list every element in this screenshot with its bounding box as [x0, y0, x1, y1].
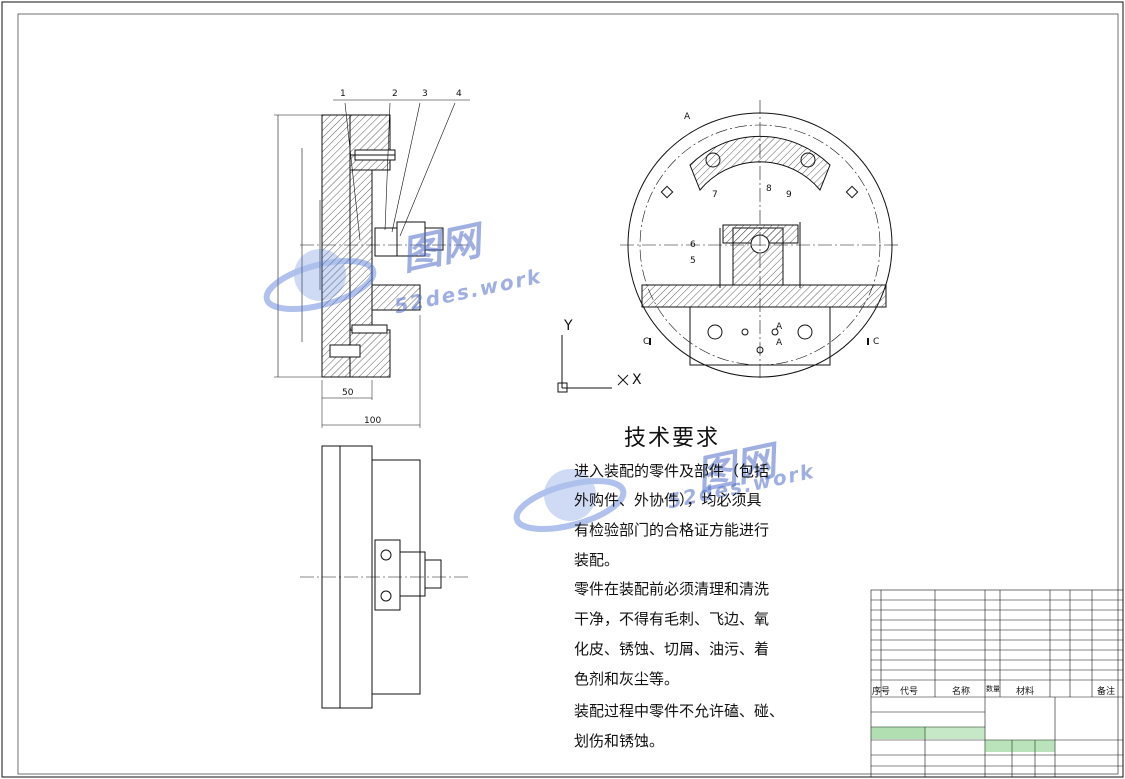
bom-header-material: 材料 [1016, 687, 1035, 697]
ucs-y-label: Y [564, 318, 573, 334]
bom-header-qty: 数量 [986, 685, 1000, 693]
part-balloon: 3 [422, 89, 428, 99]
part-balloon: 9 [786, 190, 792, 200]
circular-view [620, 100, 900, 378]
dimension-label: 100 [364, 416, 382, 426]
front-view [300, 445, 470, 709]
section-mark: A [684, 112, 691, 122]
technical-requirement-line: 色剂和灰尘等。 [574, 670, 680, 688]
technical-requirement-line: 划伤和锈蚀。 [574, 732, 665, 750]
part-balloon: 2 [392, 89, 398, 99]
part-balloon: 7 [712, 190, 718, 200]
technical-requirement-line: 装配过程中零件不允许磕、碰、 [574, 702, 785, 720]
bom-header-no: 序号 [872, 687, 891, 697]
technical-requirement-line: 外购件、外协件），均必须具 [574, 491, 762, 509]
bom-header-code: 代号 [900, 687, 919, 697]
technical-requirement-line: 装配。 [574, 551, 620, 569]
technical-requirement-line: 有检验部门的合格证方能进行 [574, 521, 770, 539]
technical-requirement-line: 化皮、锈蚀、切屑、油污、着 [574, 640, 770, 658]
title-block [870, 589, 1124, 778]
ucs-icon [557, 335, 629, 393]
ucs-x-label: X [632, 372, 642, 388]
part-balloon: 5 [690, 256, 696, 266]
watermark-globe-icon [263, 249, 377, 312]
section-mark: A [776, 322, 783, 332]
section-mark: A [776, 338, 783, 348]
bom-header-note: 备注 [1097, 687, 1116, 697]
section-mark: C [643, 337, 650, 347]
technical-requirement-line: 干净，不得有毛刺、飞边、氧 [574, 610, 770, 628]
part-balloon: 6 [690, 240, 696, 250]
dimension-label: 50 [342, 388, 354, 398]
section-mark: C [873, 337, 880, 347]
bom-header-name: 名称 [952, 687, 971, 697]
part-balloon: 8 [766, 184, 772, 194]
section-view [274, 99, 470, 428]
watermark-globe-icon [513, 469, 627, 532]
part-balloon: 1 [340, 89, 346, 99]
technical-requirement-line: 零件在装配前必须清理和清洗 [574, 580, 770, 598]
technical-requirements-title: 技术要求 [624, 426, 721, 451]
part-balloon: 4 [456, 89, 462, 99]
technical-requirement-line: 进入装配的零件及部件（包括 [574, 462, 770, 480]
